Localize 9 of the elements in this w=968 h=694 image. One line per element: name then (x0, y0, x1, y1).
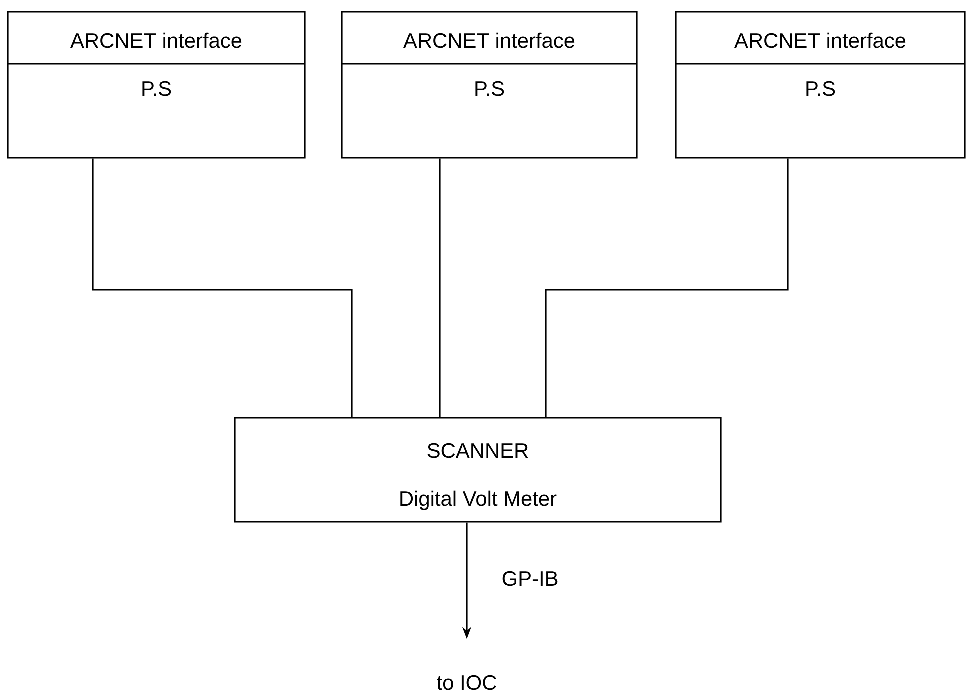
terminal-label: to IOC (437, 675, 496, 690)
connector-line (92, 158, 353, 418)
interface-box: ARCNET interface P.S (7, 11, 306, 159)
connector-line (545, 158, 789, 418)
interface-box: ARCNET interface P.S (675, 11, 966, 159)
interface-box: ARCNET interface P.S (341, 11, 638, 159)
scanner-box: SCANNER Digital Volt Meter (234, 417, 722, 523)
edge-label: GP-IB (502, 571, 558, 586)
connector-line (439, 158, 441, 418)
